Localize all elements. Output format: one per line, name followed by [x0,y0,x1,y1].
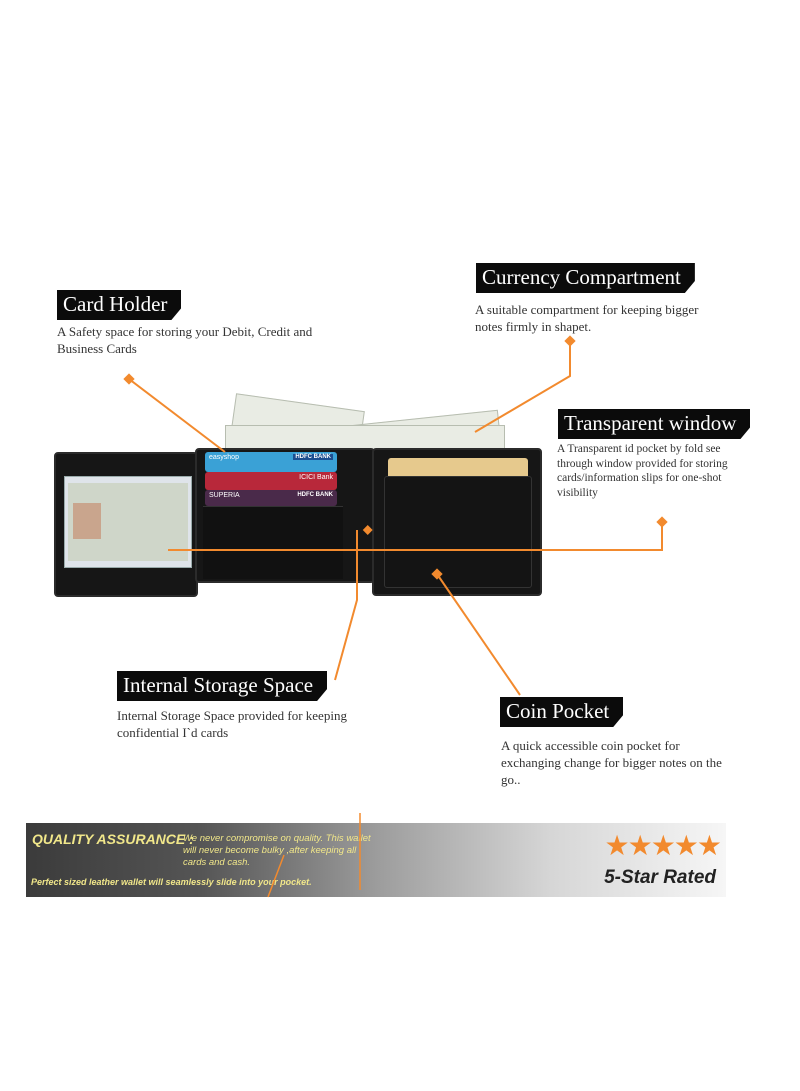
card-bank-name: HDFC BANK [293,454,333,460]
coin-pocket-panel [372,448,542,596]
card: easyshop HDFC BANK [205,452,337,472]
card-bank-name: HDFC BANK [297,492,333,498]
transparent-id-window [64,476,192,568]
card: ICICI Bank [205,472,337,490]
transparent-window-title: Transparent window [558,409,750,439]
coin-pocket-title: Coin Pocket [500,697,623,727]
currency-line [474,341,571,433]
coin-pocket-line [436,573,521,696]
card-holder-panel: easyshop HDFC BANK ICICI Bank SUPERIA HD… [195,448,375,583]
quality-text: We never compromise on quality. This wal… [183,833,371,868]
card-holder-line [128,378,226,453]
card-holder-description: A Safety space for storing your Debit, C… [57,324,313,356]
currency-dot [564,335,576,347]
quality-banner: QUALITY ASSURANCE : We never compromise … [26,823,726,897]
coin-pocket-description: A quick accessible coin pocket for excha… [501,738,722,787]
card-holder-title: Card Holder [57,290,181,320]
currency-title: Currency Compartment [476,263,695,293]
card [388,458,528,480]
quality-heading: QUALITY ASSURANCE : [32,831,194,847]
internal-storage-line [334,530,358,681]
card: SUPERIA HDFC BANK [205,490,337,506]
quality-tagline: Perfect sized leather wallet will seamle… [31,877,312,887]
transparent-window-description: A Transparent id pocket by fold see thro… [557,443,728,499]
card-name: SUPERIA [209,492,240,499]
transparent-window-dot [656,516,668,528]
internal-storage-dot [362,525,373,535]
internal-storage-title: Internal Storage Space [117,671,327,701]
star-rating-icon: ★★★★★ [604,830,722,861]
coin-pocket-dot [431,568,443,580]
card-name: easyshop [209,454,239,461]
internal-storage-description: Internal Storage Space provided for keep… [117,708,347,740]
transparent-window-line [168,522,663,551]
rating-label: 5-Star Rated [604,867,716,888]
currency-description: A suitable compartment for keeping bigge… [475,302,699,334]
id-window-panel [54,452,198,597]
